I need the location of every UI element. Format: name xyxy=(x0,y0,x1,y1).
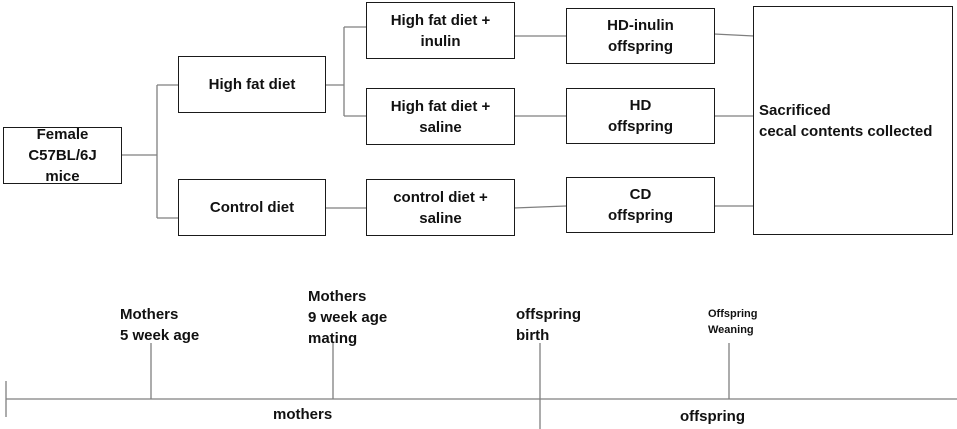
hd-inulin-offspring-label-1: HD-inulin xyxy=(607,17,674,34)
outcome-box: Sacrificed cecal contents collected xyxy=(753,6,953,235)
event-mothers-9wk-line2: 9 week age xyxy=(308,309,388,326)
hf-saline-group-box: High fat diet + saline xyxy=(366,88,515,145)
cd-saline-group-box: control diet + saline xyxy=(366,179,515,236)
control-diet-label: Control diet xyxy=(209,199,295,216)
hf-inulin-group-box: High fat diet + inulin xyxy=(366,2,515,59)
hd-offspring-label-1: HD xyxy=(629,97,652,114)
event-birth-line1: offspring xyxy=(516,306,581,323)
outcome-label-2: cecal contents collected xyxy=(759,122,933,140)
event-weaning-line2: Weaning xyxy=(708,324,754,336)
segment-mothers-label: mothers xyxy=(273,406,333,423)
cd-offspring-label-2: offspring xyxy=(608,207,673,224)
root-box: Female C57BL/6J mice xyxy=(3,126,122,185)
event-birth-line2: birth xyxy=(516,327,550,344)
hf-saline-label-2: saline xyxy=(419,118,462,136)
high-fat-diet-box: High fat diet xyxy=(178,56,326,113)
event-offspring-birth: offspring birth xyxy=(516,304,581,346)
hf-inulin-label-2: inulin xyxy=(420,32,461,50)
root-label-1: Female C57BL/6J xyxy=(28,126,97,164)
connector-highfat-to-groups xyxy=(325,26,366,117)
event-mothers-5wk-line2: 5 week age xyxy=(120,327,200,344)
hd-offspring-label-2: offspring xyxy=(608,118,673,135)
control-diet-box: Control diet xyxy=(178,179,326,236)
event-mothers-9wk: Mothers 9 week age mating xyxy=(308,286,387,349)
hf-inulin-label-1: High fat diet + xyxy=(390,11,491,29)
connector-group-to-offspring-3 xyxy=(513,205,567,209)
event-mothers-9wk-line3: mating xyxy=(308,330,358,347)
connector-offspring-to-outcome-1 xyxy=(713,33,755,37)
event-mothers-9wk-line1: Mothers xyxy=(308,288,367,305)
cd-offspring-box: CD offspring xyxy=(566,177,715,233)
outcome-label-1: Sacrificed xyxy=(759,101,831,119)
event-mothers-5wk: Mothers 5 week age xyxy=(120,304,199,346)
root-label-2: mice xyxy=(45,168,80,185)
event-mothers-5wk-line1: Mothers xyxy=(120,306,179,323)
event-offspring-weaning: Offspring Weaning xyxy=(708,306,758,338)
hd-offspring-box: HD offspring xyxy=(566,88,715,144)
cd-saline-label-2: saline xyxy=(419,209,462,227)
hd-inulin-offspring-label-2: offspring xyxy=(608,38,673,55)
hd-inulin-offspring-box: HD-inulin offspring xyxy=(566,8,715,64)
event-weaning-line1: Offspring xyxy=(708,308,758,320)
cd-saline-label-1: control diet + xyxy=(393,188,488,206)
cd-offspring-label-1: CD xyxy=(629,186,652,203)
hf-saline-label-1: High fat diet + xyxy=(390,97,491,115)
high-fat-diet-label: High fat diet xyxy=(208,76,296,93)
segment-offspring-label: offspring xyxy=(680,408,745,425)
connector-root-to-diets xyxy=(121,84,178,219)
